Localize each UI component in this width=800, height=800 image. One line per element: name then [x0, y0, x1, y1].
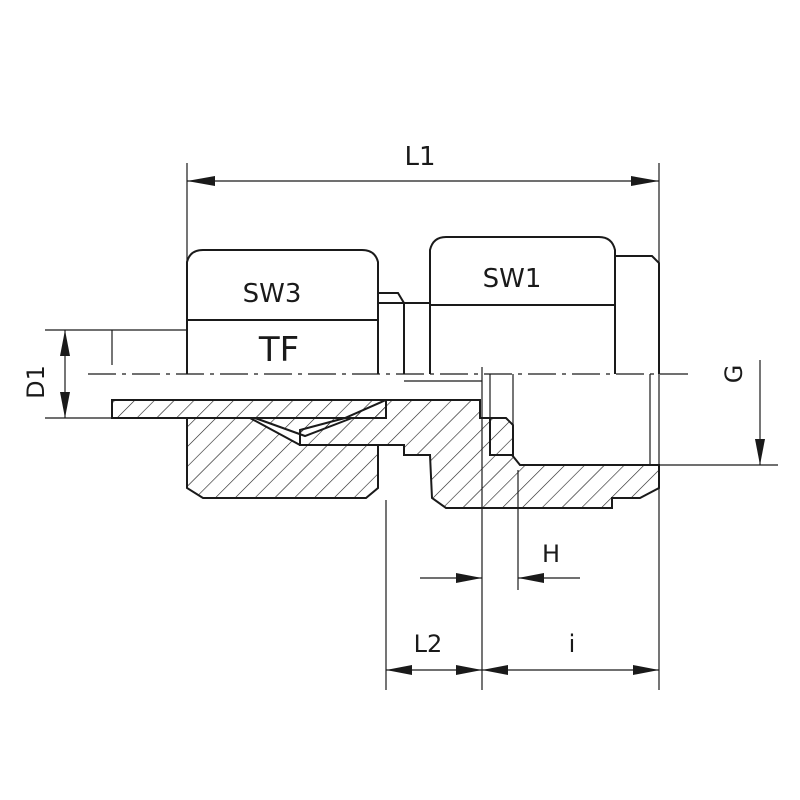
dimension-i: i — [482, 630, 659, 675]
label-tf: TF — [258, 330, 299, 370]
hex-body-sw1 — [429, 236, 660, 374]
body-neck — [377, 292, 430, 374]
hex-nut-sw3 — [186, 249, 379, 374]
label-d1: D1 — [22, 365, 50, 399]
label-sw1: SW1 — [483, 264, 542, 294]
dimension-l1: L1 — [187, 142, 659, 186]
dimension-h: H — [420, 540, 580, 583]
label-g: G — [720, 365, 748, 384]
dimension-g: G — [720, 360, 765, 465]
label-l1: L1 — [404, 142, 435, 172]
body-section — [299, 399, 660, 509]
label-l2: L2 — [414, 630, 443, 658]
tube-section — [111, 399, 387, 419]
label-i: i — [569, 630, 576, 658]
dimension-d1: D1 — [22, 330, 113, 418]
label-h: H — [542, 540, 560, 568]
dimension-l2: L2 — [386, 630, 482, 675]
nut-section — [186, 417, 379, 499]
seal-ring-section — [489, 417, 514, 456]
label-sw3: SW3 — [243, 279, 302, 309]
section-hatching — [111, 399, 660, 509]
